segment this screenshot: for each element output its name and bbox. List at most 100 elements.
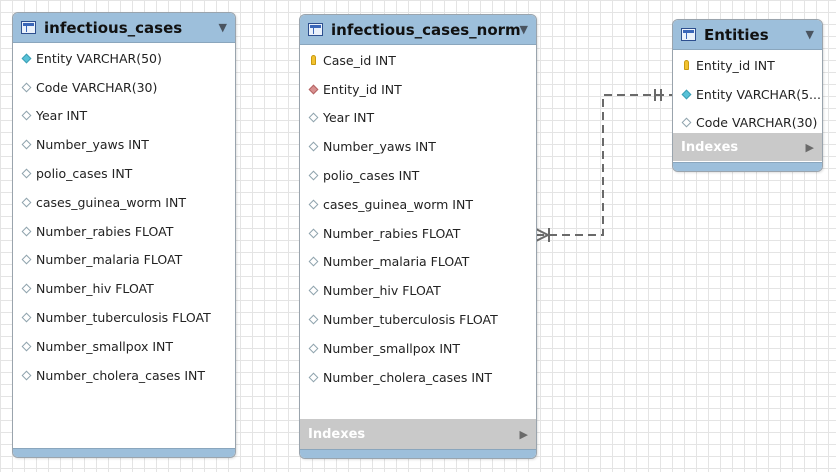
column-row[interactable]: polio_cases INT	[300, 161, 536, 190]
column-label: cases_guinea_worm INT	[323, 196, 473, 212]
column-label: Number_smallpox INT	[36, 338, 173, 354]
column-label: Number_yaws INT	[36, 137, 149, 153]
filled-diamond-icon	[19, 53, 33, 64]
table-title: infectious_cases_norm	[331, 20, 520, 39]
column-label: Year INT	[323, 110, 375, 126]
column-row[interactable]: Entity VARCHAR(50)	[13, 44, 235, 73]
hollow-diamond-icon	[19, 312, 33, 323]
column-label: Number_tuberculosis FLOAT	[36, 310, 211, 326]
column-row[interactable]: Number_smallpox INT	[13, 332, 235, 361]
column-label: Number_hiv FLOAT	[323, 283, 441, 299]
column-row[interactable]: Number_rabies FLOAT	[13, 217, 235, 246]
column-row[interactable]: Year INT	[300, 104, 536, 133]
hollow-diamond-icon	[306, 343, 320, 354]
indexes-section[interactable]: Indexes ▶	[300, 419, 536, 449]
column-row[interactable]: cases_guinea_worm INT	[13, 188, 235, 217]
column-label: Entity_id INT	[696, 57, 775, 73]
table-footer	[13, 448, 235, 457]
column-label: Code VARCHAR(30)	[696, 115, 818, 131]
hollow-diamond-icon	[19, 82, 33, 93]
column-label: Number_malaria FLOAT	[36, 252, 183, 268]
primary-key-icon	[306, 55, 320, 66]
column-row[interactable]: Entity VARCHAR(5...	[673, 80, 822, 109]
column-row[interactable]: Year INT	[13, 102, 235, 131]
column-label: Entity_id INT	[323, 81, 402, 97]
table-header[interactable]: infectious_cases_norm ▼	[300, 15, 536, 45]
column-row[interactable]: Entity_id INT	[673, 51, 822, 80]
hollow-diamond-icon	[306, 257, 320, 267]
column-label: Number_malaria FLOAT	[323, 254, 470, 270]
column-row[interactable]: Number_yaws INT	[13, 130, 235, 159]
hollow-diamond-icon	[19, 283, 33, 294]
column-label: Number_cholera_cases INT	[323, 369, 493, 385]
table-footer	[300, 449, 536, 458]
indexes-label: Indexes	[308, 426, 366, 442]
column-row[interactable]: Number_tuberculosis FLOAT	[300, 305, 536, 334]
column-label: Number_tuberculosis FLOAT	[323, 312, 498, 328]
column-row[interactable]: Code VARCHAR(30)	[673, 109, 822, 138]
indexes-section[interactable]: Indexes ▶	[673, 133, 822, 161]
hollow-diamond-icon	[19, 370, 33, 381]
hollow-diamond-icon	[306, 372, 320, 383]
table-header[interactable]: infectious_cases ▼	[13, 13, 235, 43]
column-label: polio_cases INT	[323, 168, 420, 184]
table-infectious-cases-norm[interactable]: infectious_cases_norm ▼ Case_id INT Entit…	[299, 14, 537, 459]
table-title: Entities	[704, 25, 769, 44]
column-row[interactable]: Number_cholera_cases INT	[300, 363, 536, 392]
hollow-diamond-icon	[19, 255, 33, 265]
column-row[interactable]: Number_malaria FLOAT	[13, 246, 235, 275]
table-icon	[681, 28, 696, 41]
primary-key-icon	[679, 60, 693, 71]
column-label: polio_cases INT	[36, 166, 133, 182]
column-row[interactable]: Number_hiv FLOAT	[13, 274, 235, 303]
column-row[interactable]: Number_rabies FLOAT	[300, 219, 536, 248]
column-label: Case_id INT	[323, 52, 396, 68]
column-row[interactable]: Entity_id INT	[300, 75, 536, 104]
column-label: Code VARCHAR(30)	[36, 79, 158, 95]
column-row[interactable]: Case_id INT	[300, 46, 536, 75]
column-row[interactable]: polio_cases INT	[13, 159, 235, 188]
foreign-key-diamond-icon	[306, 84, 320, 95]
table-header[interactable]: Entities ▼	[673, 20, 822, 50]
hollow-diamond-icon	[679, 118, 693, 128]
column-row[interactable]: Number_yaws INT	[300, 132, 536, 161]
column-row[interactable]: Code VARCHAR(30)	[13, 73, 235, 102]
column-row[interactable]: Number_tuberculosis FLOAT	[13, 303, 235, 332]
hollow-diamond-icon	[19, 139, 33, 150]
hollow-diamond-icon	[306, 314, 320, 325]
column-label: Number_hiv FLOAT	[36, 281, 154, 297]
column-label: Number_cholera_cases INT	[36, 367, 206, 383]
table-infectious-cases[interactable]: infectious_cases ▼ Entity VARCHAR(50) Cod…	[12, 12, 236, 458]
column-row[interactable]: Number_smallpox INT	[300, 334, 536, 363]
column-row[interactable]: Number_cholera_cases INT	[13, 361, 235, 390]
hollow-diamond-icon	[19, 341, 33, 352]
table-entities[interactable]: Entities ▼ Entity_id INT Entity VARCHAR(5…	[672, 19, 823, 172]
hollow-diamond-icon	[19, 226, 33, 237]
filled-diamond-icon	[679, 89, 693, 100]
column-row[interactable]: cases_guinea_worm INT	[300, 190, 536, 219]
hollow-diamond-icon	[19, 197, 33, 208]
hollow-diamond-icon	[306, 141, 320, 152]
hollow-diamond-icon	[306, 285, 320, 296]
column-label: Entity VARCHAR(5...	[696, 86, 821, 102]
column-label: Number_rabies FLOAT	[323, 225, 461, 241]
column-label: cases_guinea_worm INT	[36, 194, 186, 210]
column-row[interactable]: Number_malaria FLOAT	[300, 248, 536, 277]
hollow-diamond-icon	[306, 113, 320, 123]
hollow-diamond-icon	[306, 170, 320, 181]
hollow-diamond-icon	[306, 228, 320, 239]
table-icon	[308, 23, 323, 36]
hollow-diamond-icon	[306, 199, 320, 210]
column-row[interactable]: Number_hiv FLOAT	[300, 276, 536, 305]
table-footer	[673, 162, 822, 171]
column-label: Number_smallpox INT	[323, 340, 460, 356]
column-label: Year INT	[36, 108, 88, 124]
expand-arrow-icon[interactable]: ▶	[519, 427, 528, 441]
collapse-arrow-icon[interactable]: ▼	[805, 28, 814, 41]
table-title: infectious_cases	[44, 18, 183, 37]
indexes-label: Indexes	[681, 139, 739, 155]
expand-arrow-icon[interactable]: ▶	[805, 140, 814, 154]
collapse-arrow-icon[interactable]: ▼	[519, 23, 528, 36]
collapse-arrow-icon[interactable]: ▼	[218, 21, 227, 34]
